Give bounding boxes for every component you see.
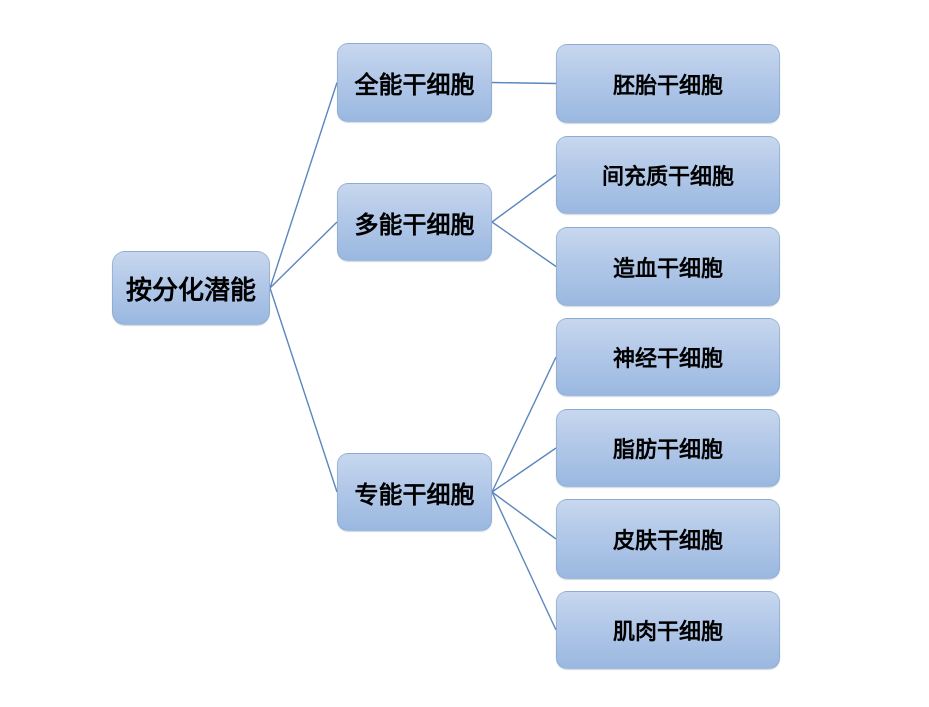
node-muscle-stem-cell: 肌肉干细胞 <box>556 591 780 669</box>
node-label: 脂肪干细胞 <box>612 437 723 462</box>
node-label: 肌肉干细胞 <box>612 619 723 644</box>
node-label: 专能干细胞 <box>354 481 475 509</box>
node-skin-stem-cell: 皮肤干细胞 <box>556 499 780 579</box>
node-pluripotent-stem-cell: 多能干细胞 <box>337 183 492 261</box>
node-label: 按分化潜能 <box>125 274 256 305</box>
node-label: 造血干细胞 <box>612 255 723 281</box>
node-label: 间充质干细胞 <box>601 164 734 189</box>
node-totipotent-stem-cell: 全能干细胞 <box>337 43 492 122</box>
node-label: 胚胎干细胞 <box>612 72 723 98</box>
node-adipose-stem-cell: 脂肪干细胞 <box>556 409 780 487</box>
node-neural-stem-cell: 神经干细胞 <box>556 318 780 396</box>
node-label: 全能干细胞 <box>354 72 475 99</box>
node-hematopoietic-stem-cell: 造血干细胞 <box>556 227 780 306</box>
node-label: 皮肤干细胞 <box>612 528 723 553</box>
node-embryonic-stem-cell: 胚胎干细胞 <box>556 44 780 123</box>
node-specialized-stem-cell: 专能干细胞 <box>337 453 492 531</box>
node-mesenchymal-stem-cell: 间充质干细胞 <box>556 136 780 214</box>
node-root-by-differentiation-potential: 按分化潜能 <box>112 251 270 325</box>
node-label: 神经干细胞 <box>612 346 723 371</box>
node-label: 多能干细胞 <box>354 211 475 239</box>
